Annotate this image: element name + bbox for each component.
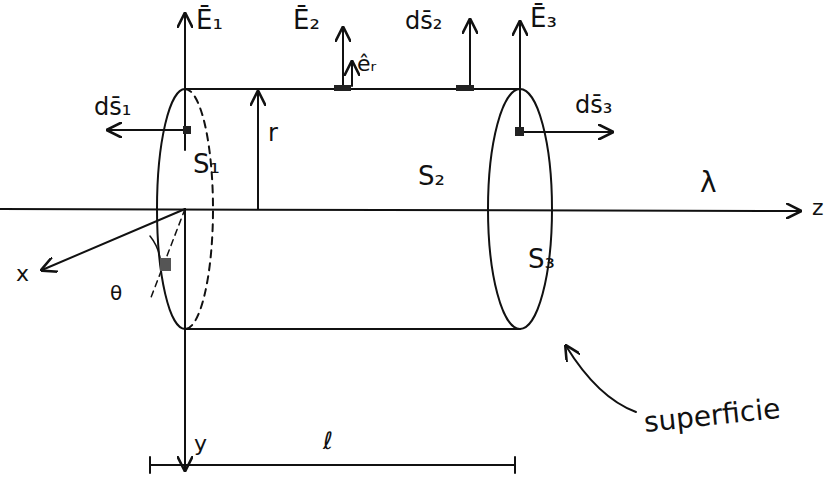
normal-arrow <box>469 20 471 86</box>
unit-vector-label: êᵣ <box>357 52 376 76</box>
surface-element <box>160 258 171 271</box>
angle-arc <box>150 236 160 258</box>
vector-label: ds̄₃ <box>575 92 612 118</box>
dimension-line <box>150 464 515 466</box>
vector-label: Ē₃ <box>530 4 557 33</box>
y-axis <box>184 209 186 470</box>
x-axis <box>42 209 185 270</box>
surface-element <box>456 85 474 91</box>
vector-label: Ē₂ <box>293 6 320 35</box>
vector-label: ds̄₁ <box>94 94 131 120</box>
dimension-label: ℓ <box>323 428 333 454</box>
field-arrow <box>342 28 344 86</box>
dimension-tick <box>149 457 151 473</box>
unit-vector <box>351 62 353 86</box>
axis-label: z <box>812 196 824 220</box>
field-arrow <box>519 22 521 132</box>
vector-label: ds̄₂ <box>405 8 442 34</box>
vector-label: Ē₁ <box>196 6 223 35</box>
axis-label: x <box>16 262 29 286</box>
left-cap <box>157 89 185 329</box>
dimension-tick <box>514 457 516 473</box>
left-cap-hidden <box>185 89 213 329</box>
angle-label: θ <box>110 282 122 304</box>
surface-label: S₃ <box>528 245 555 274</box>
z-axis <box>0 209 800 211</box>
cylinder-bottom <box>185 328 520 330</box>
leader-arrow <box>566 346 636 412</box>
angle-line <box>150 209 185 300</box>
surface-element <box>515 127 524 136</box>
radius-label: r <box>268 120 278 146</box>
surface-element <box>334 85 351 91</box>
normal-arrow <box>108 129 190 131</box>
normal-arrow <box>520 131 612 133</box>
radius-arrow <box>257 92 259 209</box>
surface-label: S₁ <box>193 150 220 179</box>
note-label: superficie <box>642 394 781 439</box>
axis-label: y <box>194 432 207 456</box>
charge-density: λ <box>700 168 717 199</box>
surface-element <box>183 126 191 134</box>
surface-label: S₂ <box>418 162 445 191</box>
